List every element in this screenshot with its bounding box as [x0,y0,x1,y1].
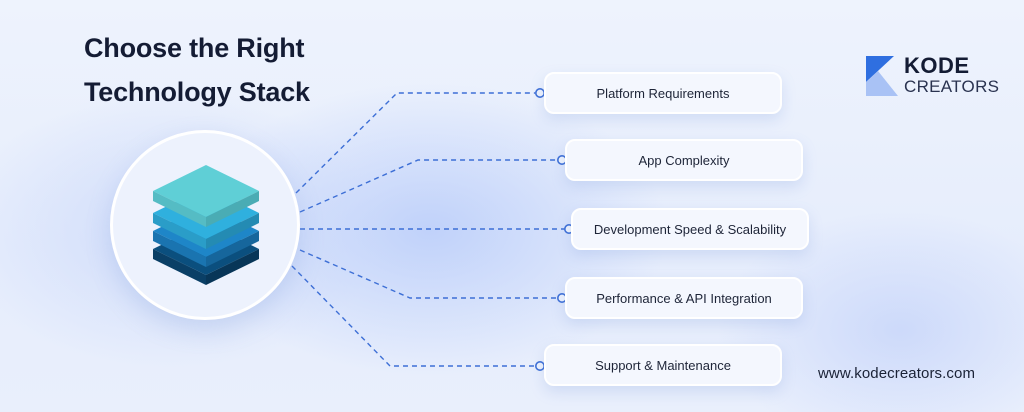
stack-item-development-speed: Development Speed & Scalability [571,208,809,250]
stack-item-app-complexity: App Complexity [565,139,803,181]
title-line-1: Choose the Right [84,33,305,63]
connector-1 [295,92,535,194]
brand-logo: KODE CREATORS [866,53,1006,100]
connector-4 [299,249,558,299]
connector-5 [291,265,535,367]
stack-item-platform-requirements: Platform Requirements [544,72,782,114]
stack-item-label: Development Speed & Scalability [593,221,787,237]
stack-item-performance-api: Performance & API Integration [565,277,803,319]
tech-stack-hub [110,130,300,320]
kode-logo-icon [866,56,898,96]
page-title: Choose the Right Technology Stack [84,26,310,114]
stack-item-label: App Complexity [638,152,730,168]
layers-stack-icon [153,165,259,285]
stack-item-label: Performance & API Integration [596,290,772,306]
stack-item-label: Platform Requirements [596,85,730,101]
connector-dot-1 [534,88,545,99]
website-url: www.kodecreators.com [818,365,976,382]
brand-name-top: KODE [904,53,970,78]
stack-item-label: Support & Maintenance [595,357,731,373]
connector-2 [299,159,558,213]
brand-name-bottom: CREATORS [904,77,1000,96]
connector-dot-5 [534,360,545,371]
stack-item-support-maintenance: Support & Maintenance [544,344,782,386]
title-line-2: Technology Stack [84,77,310,107]
